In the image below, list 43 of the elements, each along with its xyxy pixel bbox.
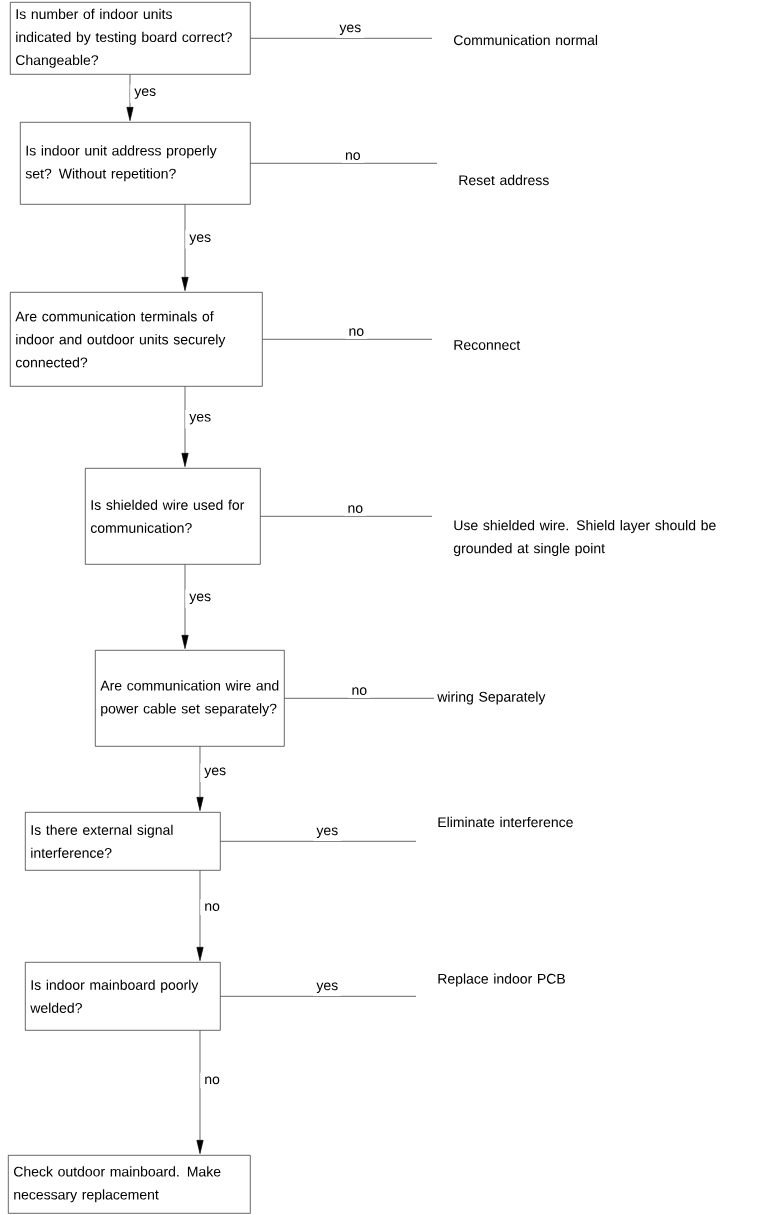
connector-line [220,841,417,842]
connector-line [284,698,435,699]
result-text: Replace indoor PCB [438,973,565,987]
decision-box: Is indoor unit address properly set? Without repetition? [20,122,251,205]
edge-label: yes [200,763,231,782]
edge-label: yes [313,979,342,996]
result-text: Reset address [459,174,549,186]
result-text: Use shielded wire. Shield layer should be grounded at single point [453,520,716,557]
decision-box: Is shielded wire used for communication? [85,468,261,565]
decision-box: Are communication wire and power cable set separately? [95,650,285,747]
edge-label: no [348,684,371,698]
arrow [196,1030,204,1154]
arrow [196,746,204,811]
result-text: Reconnect [454,340,521,350]
result-text: Communication normal [454,34,598,46]
edge-label: no [344,502,367,516]
edge-label: yes [185,230,216,249]
arrow [196,870,204,961]
decision-box: Check outdoor mainboard. Make necessary replacement [8,1155,251,1214]
arrow [181,204,189,291]
edge-label: no [345,325,368,339]
edge-label: yes [185,589,216,608]
connector-line [260,516,433,517]
decision-box: Is there external signal interference? [25,812,221,871]
arrow [181,564,189,649]
edge-label: yes [313,824,342,841]
edge-label: no [342,149,364,163]
edge-label: no [200,899,224,915]
connector-line [262,339,433,340]
decision-box: Is indoor mainboard poorly welded? [25,962,221,1031]
edge-label: yes [185,409,216,429]
decision-box: Are communication terminals of indoor and outdoor units securely connected? [10,292,263,387]
result-text: wiring Separately [437,691,546,705]
arrow [126,74,134,121]
connector-line [250,38,433,39]
connector-line [250,163,438,164]
edge-label: yes [336,21,365,38]
result-text: Eliminate interference [438,816,573,828]
connector-line [220,996,417,997]
decision-box: Is number of indoor units indicated by testing board correct? Changeable? [10,2,251,75]
edge-label: yes [130,84,161,103]
edge-label: no [200,1072,224,1089]
arrow [181,386,189,467]
